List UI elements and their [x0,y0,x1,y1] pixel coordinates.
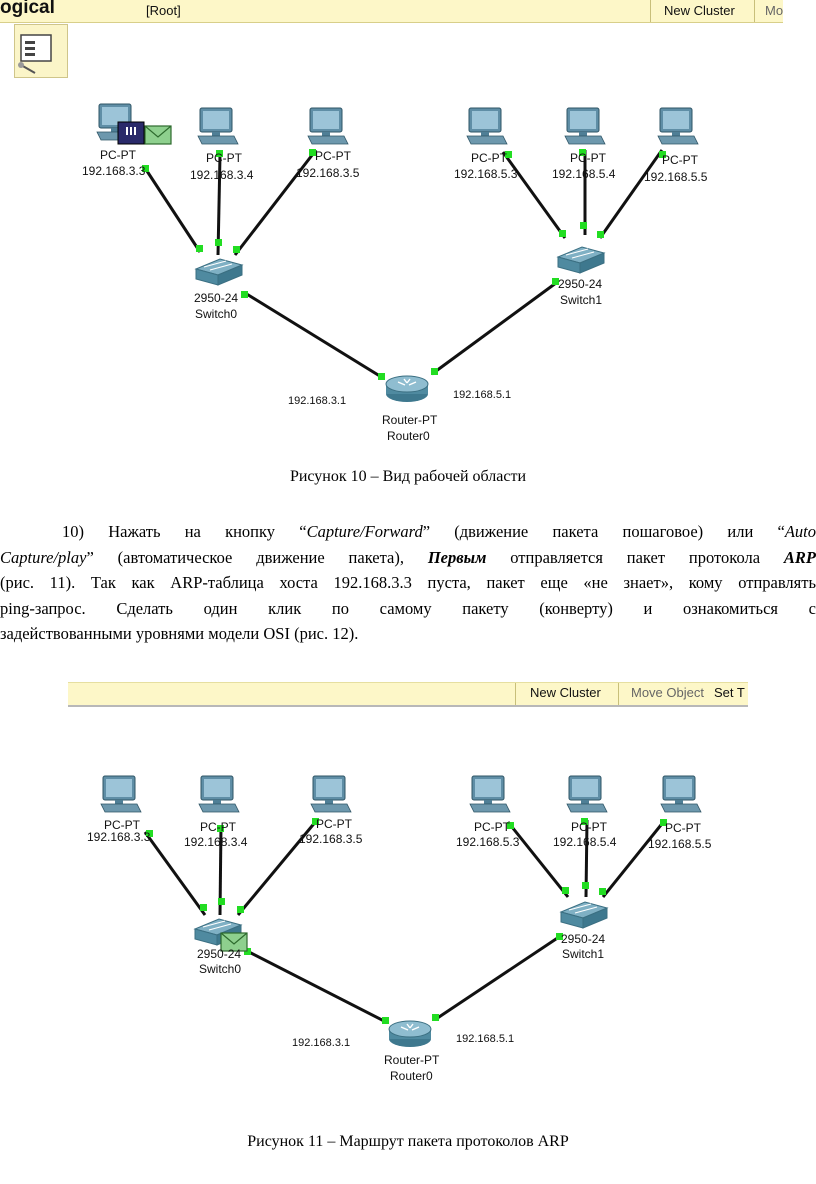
pc-icon[interactable] [310,775,352,813]
toolbar-divider [754,0,755,22]
pc-icon[interactable] [469,775,511,813]
switch-icon[interactable] [195,258,243,286]
pc-type-label: PC-PT [200,820,237,834]
para-line: задействованными уровнями модели OSI (ри… [0,624,359,643]
switch-name-label: Switch1 [562,947,604,961]
pc-type-label: PC-PT [100,148,137,162]
switch-model-label: 2950-24 [197,947,241,961]
pc-ip-label: 192.168.3.3 [82,164,146,178]
para-line: (рис. 11). Так как ARP-таблица хоста 192… [0,573,816,592]
capture-forward-term: Capture/Forward [306,522,423,541]
router-ip-right-label: 192.168.5.1 [456,1033,514,1045]
pc-type-label: PC-PT [104,818,141,832]
pc-ip-label: 192.168.5.5 [644,170,708,184]
arp-term: ARP [783,547,816,567]
router-ip-left-label: 192.168.3.1 [288,395,346,407]
pc-type-label: PC-PT [206,151,243,165]
switch-name-label: Switch0 [195,307,237,321]
para-text: 10) Нажать на кнопку “ [62,522,307,541]
instruction-paragraph: 10) Нажать на кнопку “Capture/Forward” (… [0,519,816,647]
pc-type-label: PC-PT [315,149,352,163]
new-cluster-button[interactable]: New Cluster [664,3,735,18]
router-model-label: Router-PT [384,1053,440,1067]
bottom-toolbar: New Cluster Move Object Set T [68,682,748,707]
pc-icon[interactable] [100,775,142,813]
switch-icon[interactable] [557,246,605,274]
para-text: ” (автоматическое движение пакета), [86,547,428,567]
pc-ip-label: 192.168.5.3 [454,167,518,181]
pc-type-label: PC-PT [474,820,511,834]
pc-icon[interactable] [657,107,699,145]
figure-caption-10: Рисунок 10 – Вид рабочей области [289,468,527,485]
toolbar-divider [650,0,651,22]
pc-ip-label: 192.168.5.5 [648,837,712,851]
pc-ip-label: 192.168.5.4 [553,835,617,849]
router-icon[interactable] [388,1020,432,1048]
network-diagram-2: PC-PT 192.168.3.3 PC-PT 192.168.3.4 PC-P… [87,775,712,1083]
router-name-label: Router0 [387,429,430,443]
pc-type-label: PC-PT [316,817,353,831]
switch-name-label: Switch0 [199,962,241,976]
pc-ip-label: 192.168.3.5 [296,166,360,180]
logical-view-label[interactable]: ogical [0,0,55,18]
switch-icon[interactable] [560,901,608,929]
first-term: Первым [427,547,487,567]
router-icon[interactable] [385,375,429,403]
figure-caption-11: Рисунок 11 – Маршрут пакета протоколов A… [247,1133,569,1150]
pc-icon[interactable] [566,775,608,813]
pc-icon[interactable] [198,775,240,813]
para-text: отправляется пакет протокола [486,547,784,567]
para-text: ” (движение пакета пошаговое) или “ [422,522,785,541]
pc-ip-label: 192.168.5.4 [552,167,616,181]
switch-model-label: 2950-24 [561,932,605,946]
top-toolbar: ogical [Root] New Cluster Mo [0,0,783,23]
pc-icon[interactable] [307,107,349,145]
pc-icon[interactable] [466,107,508,145]
pc-ip-label: 192.168.3.3 [87,830,151,844]
router-name-label: Router0 [390,1069,433,1083]
router-model-label: Router-PT [382,413,438,427]
navigation-panel-icon[interactable] [14,24,68,78]
pc-ip-label: 192.168.3.4 [184,835,248,849]
packet-envelope-icon[interactable] [144,125,172,145]
toolbar-divider [618,683,619,705]
pc-icon[interactable] [660,775,702,813]
pc-type-label: PC-PT [665,821,702,835]
router-ip-left-label: 192.168.3.1 [292,1037,350,1049]
pc-type-label: PC-PT [471,151,508,165]
move-object-button[interactable]: Mo [765,3,783,18]
pc-ip-label: 192.168.3.5 [299,832,363,846]
switch-name-label: Switch1 [560,293,602,307]
pc-ip-label: 192.168.3.4 [190,168,254,182]
switch-model-label: 2950-24 [558,277,602,291]
pc-type-label: PC-PT [662,153,699,167]
pc-icon[interactable] [564,107,606,145]
auto-term: Auto [784,522,816,541]
router-ip-right-label: 192.168.5.1 [453,389,511,401]
new-cluster-button[interactable]: New Cluster [530,685,601,700]
capture-play-term: Capture/play [0,547,87,567]
para-line: ping-запрос. Сделать один клик по самому… [0,598,816,618]
pc-type-label: PC-PT [571,820,608,834]
network-diagram-1: PC-PT 192.168.3.3 PC-PT 192.168.3.4 PC-P… [82,103,708,443]
pc-type-label: PC-PT [570,151,607,165]
switch-model-label: 2950-24 [194,291,238,305]
set-tiled-background-button[interactable]: Set T [714,685,745,700]
pc-ip-label: 192.168.5.3 [456,835,520,849]
pc-icon[interactable] [197,107,239,145]
move-object-button[interactable]: Move Object [631,685,704,700]
root-breadcrumb[interactable]: [Root] [146,3,181,18]
toolbar-divider [515,683,516,705]
